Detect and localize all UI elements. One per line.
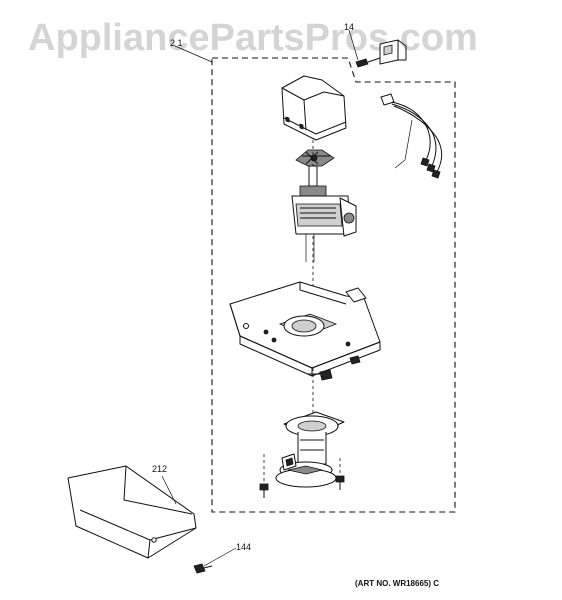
bracket-clip xyxy=(308,369,333,381)
callout-cover: 212 xyxy=(152,464,167,474)
callout-top-screw: 14 xyxy=(344,22,354,32)
cover-212 xyxy=(67,465,197,559)
wire-harness xyxy=(380,93,443,179)
lower-screw-left xyxy=(259,454,269,498)
top-screw-and-bracket xyxy=(348,29,407,68)
callout-top-assembly: 2 1 xyxy=(170,38,183,48)
motor xyxy=(291,165,357,262)
fan-blade xyxy=(295,149,335,167)
bottom-screw-144 xyxy=(193,563,213,574)
art-number: (ART NO. WR18665) C xyxy=(355,579,439,588)
mounting-bracket xyxy=(229,281,381,377)
drive-coupling-assembly xyxy=(275,411,345,488)
callout-bottom-screw: 144 xyxy=(236,542,251,552)
watermark: AppliancePartsPros.com xyxy=(28,17,478,59)
motor-housing-cap xyxy=(281,75,347,141)
callout-leaders xyxy=(161,45,237,567)
assembly-boundary xyxy=(211,57,456,513)
lower-screw-right xyxy=(335,458,345,490)
